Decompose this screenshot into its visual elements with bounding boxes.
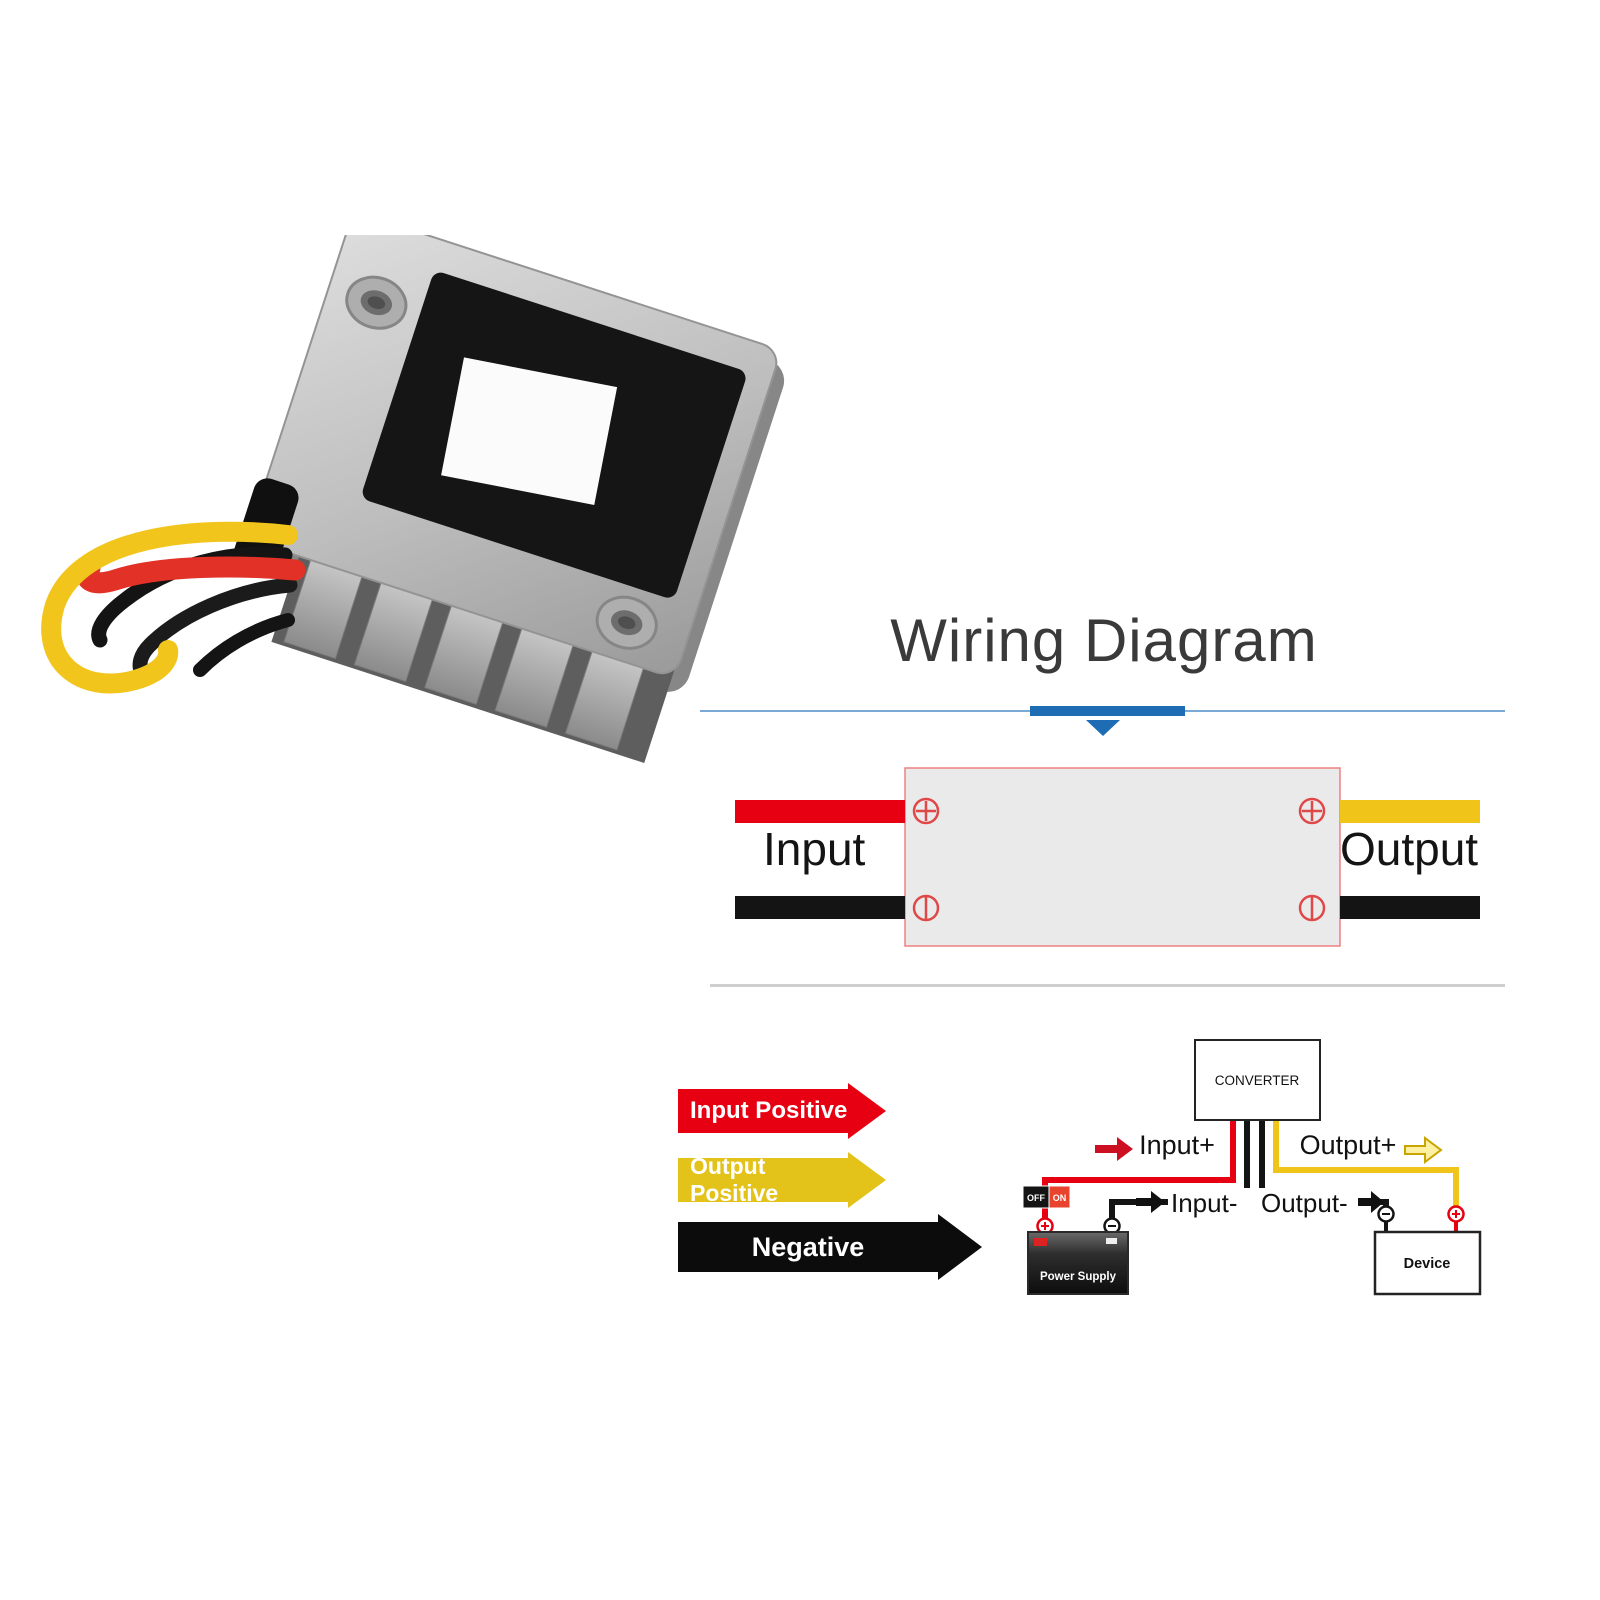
output-label: Output <box>1340 823 1479 875</box>
terminal-top-left-icon <box>912 797 940 825</box>
yellow-wire <box>41 521 298 694</box>
schematic-converter-box <box>1194 1039 1321 1121</box>
power-switch: OFF ON <box>1022 1185 1071 1209</box>
yellow-output-wire <box>1273 1120 1459 1207</box>
screw-hole-top-left <box>345 275 408 330</box>
output-negative-wire <box>1340 896 1480 919</box>
terminal-top-right-icon <box>1298 797 1326 825</box>
black-wire-3 <box>193 613 295 677</box>
label-backing <box>1258 1188 1358 1216</box>
output-plus-arrow-icon <box>1404 1136 1443 1164</box>
title-underline-segment <box>1030 706 1185 716</box>
heatsink-fins <box>271 548 675 764</box>
module-wires <box>41 521 306 694</box>
input-label: Input <box>763 823 866 875</box>
output-plus-label: Output+ <box>1300 1130 1397 1160</box>
switch-on-label: ON <box>1053 1193 1067 1203</box>
legend-output-positive: Output Positive <box>678 1152 886 1208</box>
screw-terminals <box>912 797 1326 922</box>
input-minus-arrow-icon <box>1136 1191 1165 1213</box>
input-minus-label: Input- <box>1171 1188 1238 1218</box>
product-photo <box>20 215 830 805</box>
output-minus-arrow-icon <box>1358 1191 1384 1213</box>
output-minus-label: Output- <box>1261 1188 1348 1218</box>
input-negative-wire <box>735 896 905 919</box>
input-positive-wire <box>735 800 905 823</box>
module-label-sticker <box>441 357 618 505</box>
black-wire-2 <box>132 577 298 681</box>
section-divider <box>710 984 1505 987</box>
terminal-bottom-left-icon <box>912 894 940 922</box>
label-backing <box>1168 1188 1256 1216</box>
switch-off-label: OFF <box>1027 1193 1045 1203</box>
arrow-down-icon <box>1086 720 1120 736</box>
screw-hole-right <box>595 595 658 650</box>
module-body <box>232 215 785 764</box>
black-wire-1 <box>91 546 293 648</box>
legend-input-positive-label: Input Positive <box>690 1097 848 1124</box>
device-box: Device <box>1373 1205 1482 1296</box>
arrow-right-icon <box>848 1152 886 1208</box>
wiring-box-diagram <box>700 760 1520 960</box>
terminal-bottom-right-icon <box>1298 894 1326 922</box>
converter-box <box>904 767 1341 947</box>
input-plus-label: Input+ <box>1139 1130 1215 1160</box>
power-supply-box: Power Supply <box>1027 1217 1129 1295</box>
power-supply-label: Power Supply <box>1040 1271 1117 1283</box>
red-wire <box>76 556 306 594</box>
legend-negative-label: Negative <box>751 1231 865 1262</box>
converter-label: CONVERTER <box>1215 1073 1300 1088</box>
title-underline <box>700 706 1505 736</box>
converter-module-image <box>41 215 785 764</box>
device-label: Device <box>1404 1256 1451 1272</box>
arrow-right-icon <box>848 1083 886 1139</box>
output-positive-wire <box>1340 800 1480 823</box>
legend-input-positive: Input Positive <box>678 1083 886 1139</box>
input-plus-arrow-icon <box>1095 1137 1133 1161</box>
arrow-right-icon <box>938 1214 982 1280</box>
connection-schematic: CONVERTER Input+ Output+ Input- Output- … <box>1000 1030 1520 1320</box>
legend-output-positive-label: Output Positive <box>690 1153 779 1206</box>
page-title: Wiring Diagram <box>890 607 1318 674</box>
legend-negative: Negative <box>678 1214 982 1280</box>
